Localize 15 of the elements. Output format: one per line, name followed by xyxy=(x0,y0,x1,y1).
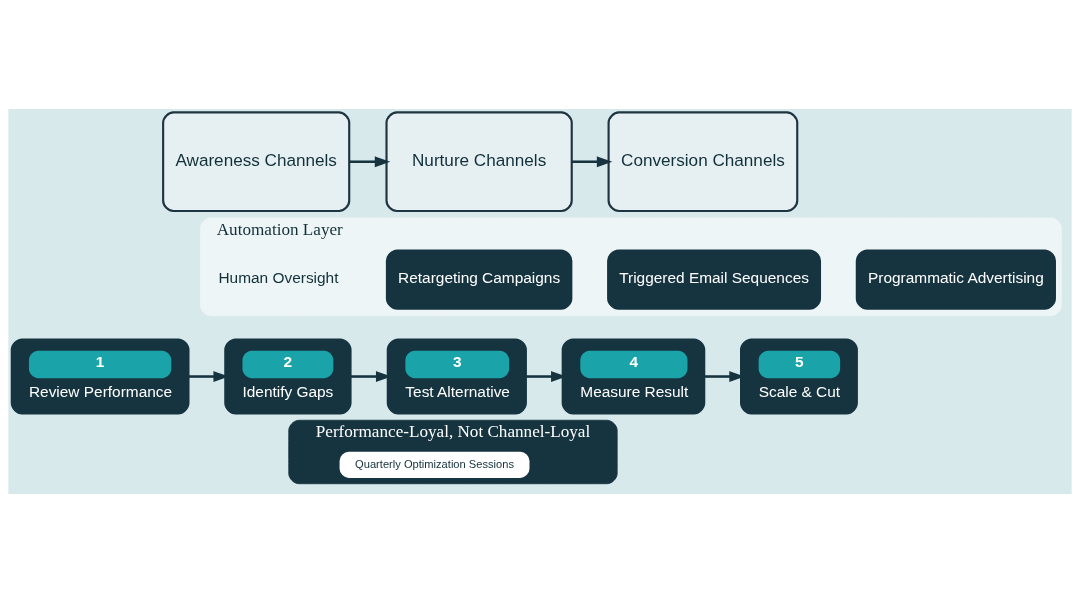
node-box: Conversion Channels xyxy=(607,111,799,213)
node-box: Programmatic Advertising xyxy=(855,249,1056,310)
node-box: Retargeting Campaigns xyxy=(385,249,573,310)
node-box: Quarterly Optimization Sessions xyxy=(339,451,530,478)
node-box: Nurture Channels xyxy=(385,111,573,213)
node-box: Triggered Email Sequences xyxy=(607,249,822,310)
arrow xyxy=(571,156,613,168)
node-box: 2 Identify Gaps xyxy=(224,338,352,415)
node-box: 3 Test Alternative xyxy=(386,338,527,415)
node-box: 5 Scale & Cut xyxy=(740,338,858,415)
node-text: Human Oversight xyxy=(218,269,339,287)
node-box: 4 Measure Result xyxy=(561,338,706,415)
node-box: Awareness Channels xyxy=(162,111,351,213)
arrow xyxy=(349,156,391,168)
node-box: 1 Review Performance xyxy=(10,338,190,415)
